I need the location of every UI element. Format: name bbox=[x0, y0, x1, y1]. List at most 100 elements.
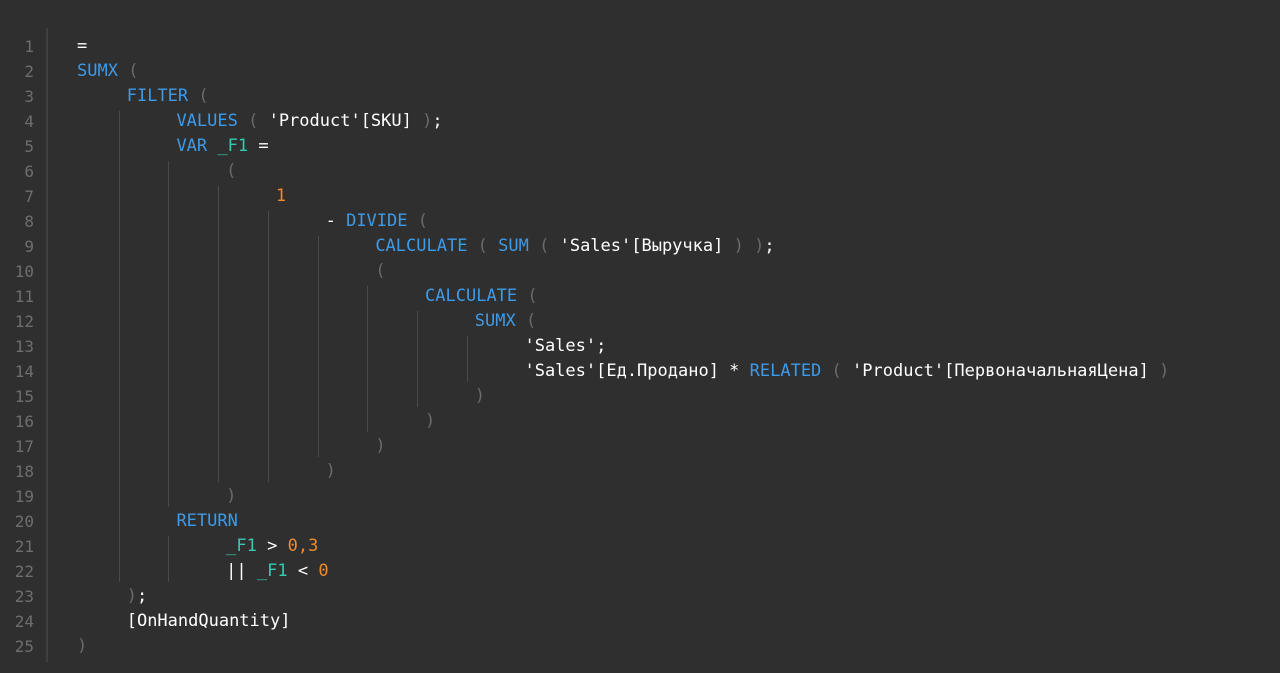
code-token: SUMX bbox=[474, 311, 516, 331]
code-line[interactable]: 22 || _F1 < 0 bbox=[0, 559, 1280, 584]
code-token: || bbox=[226, 561, 257, 581]
line-number: 22 bbox=[14, 562, 34, 581]
line-number: 14 bbox=[14, 362, 34, 381]
code-text: CALCULATE ( SUM ( 'Sales'[Выручка] ) ); bbox=[375, 234, 774, 259]
code-token: ) ) bbox=[723, 236, 765, 256]
line-number: 21 bbox=[14, 537, 34, 556]
code-token: ( bbox=[407, 211, 428, 231]
indent-guide bbox=[417, 311, 419, 407]
code-token: ) bbox=[425, 411, 436, 431]
indent-guide bbox=[267, 211, 269, 482]
code-token: ; bbox=[764, 236, 775, 256]
code-line[interactable]: 20 RETURN bbox=[0, 509, 1280, 534]
code-token: 0,3 bbox=[287, 536, 319, 556]
code-line[interactable]: 17) bbox=[0, 434, 1280, 459]
code-token: CALCULATE bbox=[425, 286, 518, 306]
code-line[interactable]: 11 CALCULATE ( bbox=[0, 284, 1280, 309]
code-token: ) bbox=[411, 111, 433, 131]
code-text: SUMX ( bbox=[475, 309, 536, 334]
code-text: ); bbox=[127, 584, 148, 609]
line-number: 13 bbox=[14, 337, 34, 356]
code-text: ) bbox=[326, 459, 336, 484]
code-token: VALUES bbox=[176, 111, 238, 131]
code-token: ( bbox=[517, 286, 538, 306]
code-token: _F1 bbox=[217, 136, 249, 156]
code-line[interactable]: 8 - DIVIDE ( bbox=[0, 209, 1280, 234]
code-text: 1 bbox=[276, 184, 286, 209]
code-token: ; bbox=[432, 111, 443, 131]
code-token: ( bbox=[375, 261, 386, 281]
code-token: DIVIDE bbox=[346, 211, 408, 231]
code-text: - DIVIDE ( bbox=[326, 209, 428, 234]
code-token: < bbox=[287, 561, 319, 581]
code-line[interactable]: 1= bbox=[0, 34, 1280, 59]
code-text: VALUES ( 'Product'[SKU] ); bbox=[176, 109, 442, 134]
code-token: RETURN bbox=[176, 511, 238, 531]
line-number: 10 bbox=[14, 262, 34, 281]
code-token: - bbox=[325, 211, 347, 231]
code-text: = bbox=[77, 34, 87, 59]
code-line[interactable]: 5 VAR _F1 = bbox=[0, 134, 1280, 159]
line-number: 5 bbox=[24, 137, 34, 156]
code-line[interactable]: 15) bbox=[0, 384, 1280, 409]
code-line[interactable]: 24[OnHandQuantity] bbox=[0, 609, 1280, 634]
line-number: 12 bbox=[14, 312, 34, 331]
indent-guide bbox=[218, 186, 220, 482]
code-line[interactable]: 13 'Sales'; bbox=[0, 334, 1280, 359]
line-number: 18 bbox=[14, 462, 34, 481]
code-token: ) bbox=[77, 636, 88, 656]
code-text: ( bbox=[375, 259, 385, 284]
indent-guide bbox=[466, 336, 468, 382]
code-text: VAR _F1 = bbox=[176, 134, 268, 159]
code-text: ) bbox=[226, 484, 236, 509]
code-text: ) bbox=[425, 409, 435, 434]
line-number: 11 bbox=[14, 287, 34, 306]
code-text: ) bbox=[77, 634, 87, 659]
code-token: RELATED bbox=[749, 361, 822, 381]
code-token: _F1 bbox=[256, 561, 288, 581]
code-line[interactable]: 21 _F1 > 0,3 bbox=[0, 534, 1280, 559]
code-token: [OnHandQuantity] bbox=[126, 611, 291, 631]
code-line[interactable]: 19) bbox=[0, 484, 1280, 509]
indent-guide bbox=[118, 111, 120, 582]
code-token: CALCULATE bbox=[375, 236, 468, 256]
indent-guide bbox=[168, 536, 170, 582]
code-text: ( bbox=[226, 159, 236, 184]
code-text: || _F1 < 0 bbox=[226, 559, 328, 584]
code-line[interactable]: 25) bbox=[0, 634, 1280, 659]
code-token: ; bbox=[136, 586, 148, 606]
line-number: 20 bbox=[14, 512, 34, 531]
code-line[interactable]: 12 SUMX ( bbox=[0, 309, 1280, 334]
code-line[interactable]: 10 ( bbox=[0, 259, 1280, 284]
code-token: 0 bbox=[318, 561, 329, 581]
code-token: 'Sales'[Выручка] bbox=[559, 236, 724, 256]
code-line[interactable]: 16) bbox=[0, 409, 1280, 434]
code-line[interactable]: 23); bbox=[0, 584, 1280, 609]
code-line[interactable]: 6( bbox=[0, 159, 1280, 184]
code-token: ) bbox=[325, 461, 336, 481]
code-line[interactable]: 14'Sales'[Ед.Продано] * RELATED ( 'Produ… bbox=[0, 359, 1280, 384]
code-line[interactable]: 18) bbox=[0, 459, 1280, 484]
code-token: 'Sales'; bbox=[524, 336, 607, 356]
code-token: FILTER bbox=[126, 86, 189, 106]
code-token: ( bbox=[117, 61, 139, 81]
code-token: ) bbox=[375, 436, 386, 456]
line-number: 8 bbox=[24, 212, 34, 231]
code-token bbox=[207, 136, 217, 156]
code-token: 1 bbox=[275, 186, 287, 206]
code-token: ( bbox=[226, 161, 237, 181]
code-token: ( bbox=[237, 111, 269, 131]
code-text: _F1 > 0,3 bbox=[226, 534, 318, 559]
code-token: ) bbox=[126, 586, 137, 606]
code-token: ( bbox=[528, 236, 560, 256]
code-token: SUM bbox=[498, 236, 529, 256]
line-number: 6 bbox=[24, 162, 34, 181]
code-token: ) bbox=[474, 386, 485, 406]
line-number: 15 bbox=[14, 387, 34, 406]
